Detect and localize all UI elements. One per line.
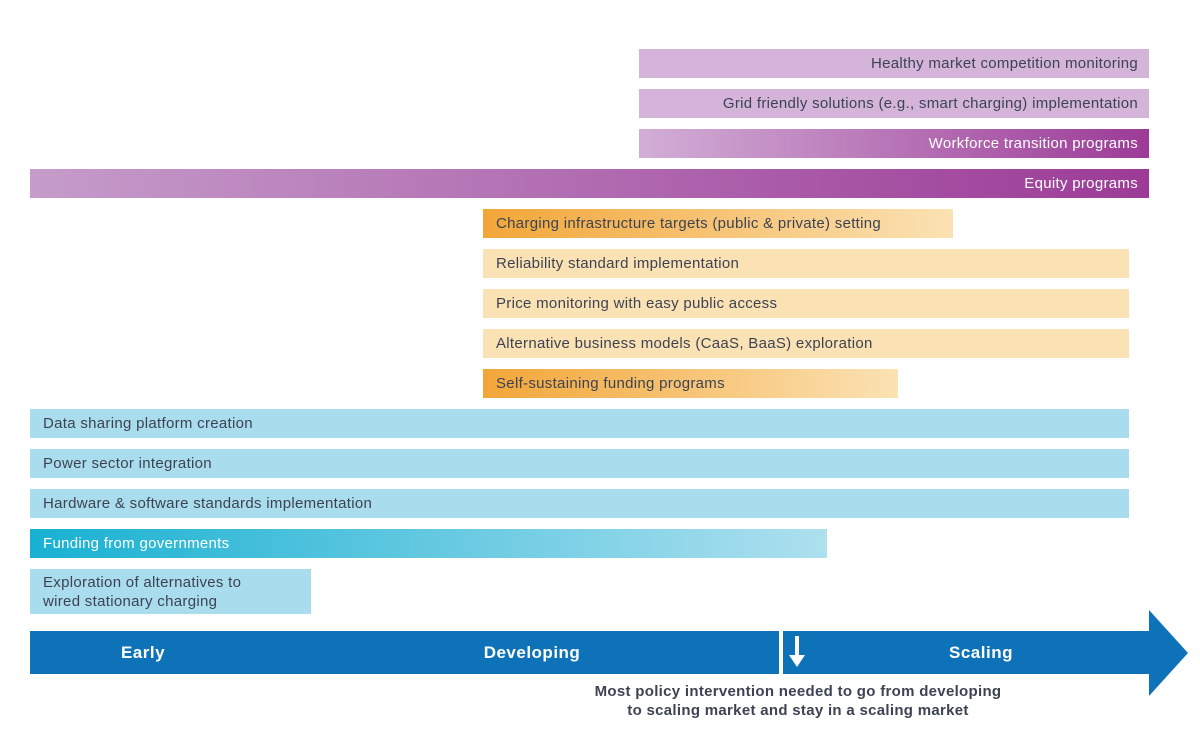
policy-bar-label: Workforce transition programs <box>928 135 1138 152</box>
figure-caption: Most policy intervention needed to go fr… <box>398 682 1198 720</box>
policy-bar-label: Power sector integration <box>43 455 212 472</box>
policy-bar-label: Reliability standard implementation <box>496 255 740 272</box>
policy-bar-label: Charging infrastructure targets (public … <box>496 215 882 232</box>
policy-bar-label: Data sharing platform creation <box>43 415 253 432</box>
axis-stage-divider <box>779 631 783 674</box>
policy-bar: Alternative business models (CaaS, BaaS)… <box>483 329 1129 358</box>
policy-bar: Power sector integration <box>30 449 1129 478</box>
caption-line-1: Most policy intervention needed to go fr… <box>594 683 1002 700</box>
policy-bar-label: Equity programs <box>1024 175 1138 192</box>
policy-bar: Price monitoring with easy public access <box>483 289 1129 318</box>
caption-line-2: to scaling market and stay in a scaling … <box>627 702 969 719</box>
policy-bar-label: Hardware & software standards implementa… <box>43 495 373 512</box>
policy-bar-label: Alternative business models (CaaS, BaaS)… <box>496 335 873 352</box>
axis-stage-label: Early <box>120 643 166 662</box>
policy-bar-label: Self-sustaining funding programs <box>496 375 725 392</box>
policy-bar-label: Funding from governments <box>43 535 230 552</box>
policy-bar-label: Healthy market competition monitoring <box>870 55 1138 72</box>
axis-right-arrow-icon <box>1149 609 1188 696</box>
policy-bar: Exploration of alternatives to wired sta… <box>30 569 311 614</box>
policy-bar: Data sharing platform creation <box>30 409 1129 438</box>
policy-bar: Reliability standard implementation <box>483 249 1129 278</box>
policy-bar: Self-sustaining funding programs <box>483 369 898 398</box>
policy-bar-label: Exploration of alternatives to wired sta… <box>43 573 242 610</box>
policy-bar: Grid friendly solutions (e.g., smart cha… <box>639 89 1149 118</box>
market-stage-axis <box>30 631 1150 674</box>
policy-bar: Workforce transition programs <box>639 129 1149 158</box>
axis-stage-label: Scaling <box>949 643 1013 662</box>
policy-bar: Healthy market competition monitoring <box>639 49 1149 78</box>
policy-bar: Hardware & software standards implementa… <box>30 489 1129 518</box>
policy-bar: Charging infrastructure targets (public … <box>483 209 953 238</box>
policy-bar: Funding from governments <box>30 529 827 558</box>
policy-bar: Equity programs <box>30 169 1149 198</box>
policy-bar-label: Price monitoring with easy public access <box>496 295 778 312</box>
policy-bar-label: Grid friendly solutions (e.g., smart cha… <box>722 95 1138 112</box>
down-arrow-head-icon <box>789 655 805 667</box>
axis-stage-label: Developing <box>483 643 581 662</box>
down-arrow-icon <box>795 636 799 656</box>
